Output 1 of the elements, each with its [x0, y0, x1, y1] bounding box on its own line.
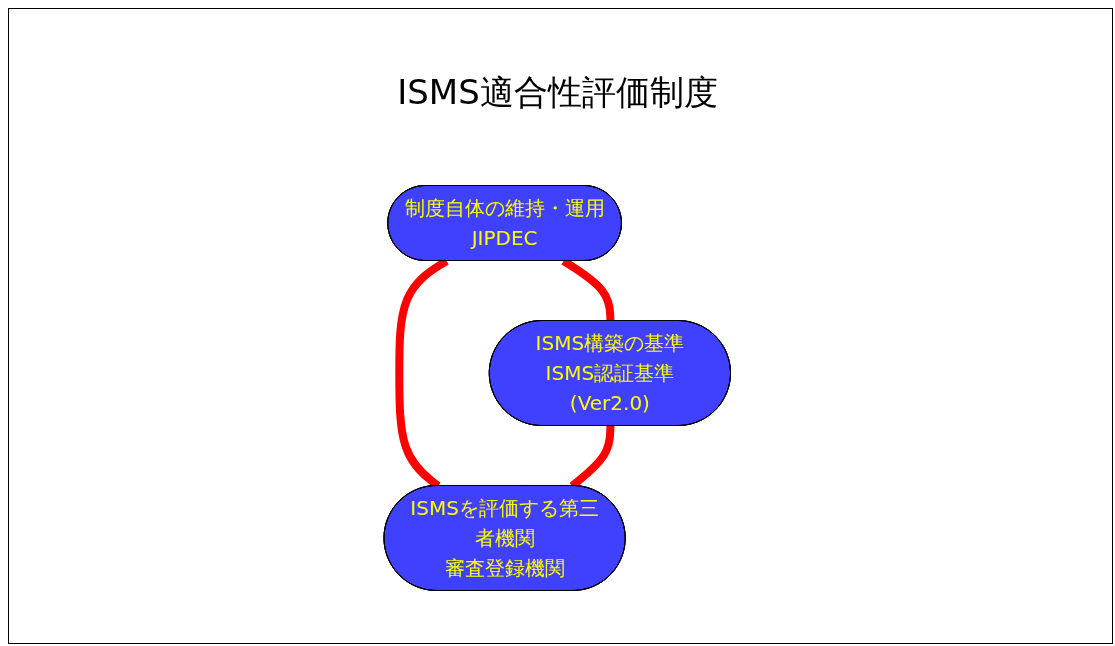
diagram-title: ISMS適合性評価制度 — [396, 71, 719, 114]
